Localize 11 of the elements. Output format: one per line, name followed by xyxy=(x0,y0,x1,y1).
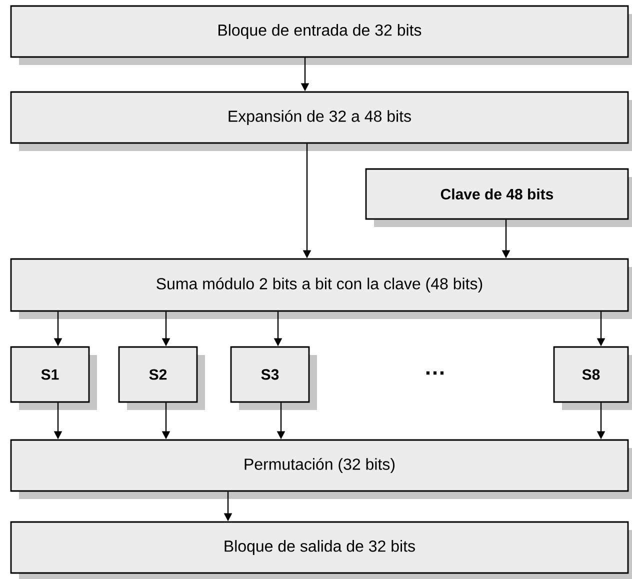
process-box: S1 xyxy=(10,346,90,403)
process-box: Suma módulo 2 bits a bit con la clave (48 bits) xyxy=(10,258,629,312)
process-box: S2 xyxy=(118,346,198,403)
process-box: Expansión de 32 a 48 bits xyxy=(10,91,629,144)
process-box: S3 xyxy=(230,346,310,403)
ellipsis-text: … xyxy=(426,371,444,375)
process-box: Bloque de salida de 32 bits xyxy=(10,521,629,574)
process-box: S8 xyxy=(553,346,629,403)
process-box: Clave de 48 bits xyxy=(365,168,629,220)
process-box: Bloque de entrada de 32 bits xyxy=(10,5,629,58)
process-box: Permutación (32 bits) xyxy=(10,439,629,492)
